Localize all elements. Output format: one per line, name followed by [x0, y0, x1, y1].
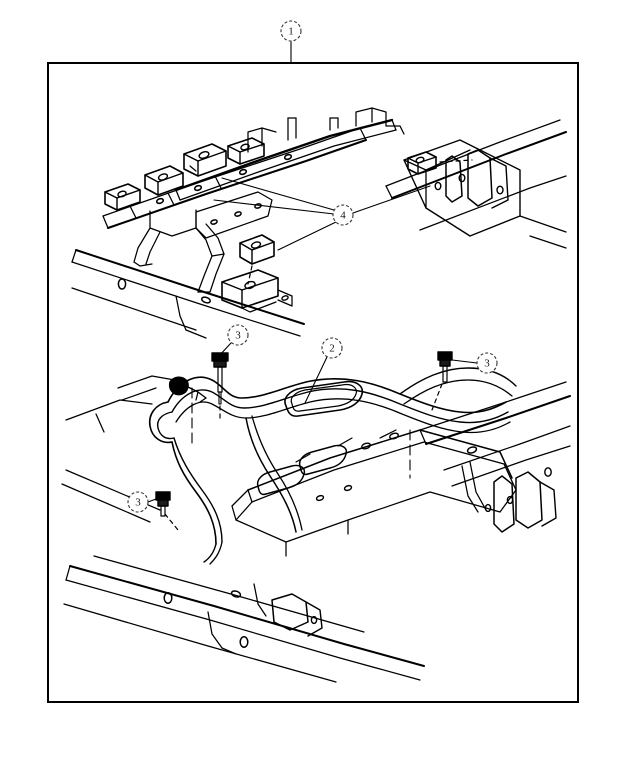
callout-bubbles: 1 2 3 3 3 4	[127, 20, 498, 513]
callout-1-circle	[280, 20, 302, 42]
callout-3-upper-right[interactable]: 3	[476, 352, 498, 374]
upper-stanchions	[247, 107, 405, 153]
crossmember-cutout	[256, 464, 306, 496]
leader-callout-3-lower-left	[147, 495, 165, 503]
callout-4-circle	[332, 204, 354, 226]
upper-right-rail-end	[519, 215, 567, 249]
callout-3-upper-right-circle	[476, 352, 498, 374]
leader-callout-2	[304, 356, 328, 404]
lower-left-frame-rail	[63, 555, 425, 683]
skid-plate	[148, 367, 517, 565]
lower-assembly	[61, 367, 571, 683]
isolator-block	[227, 137, 265, 165]
callout-3-lower-left-circle	[127, 491, 149, 513]
isolator-block-right	[407, 151, 473, 175]
callout-2-circle	[321, 337, 343, 359]
upper-lower-frame-rail	[71, 249, 305, 339]
leader-callout-4-b	[213, 199, 335, 215]
leader-callout-3-upper-right	[451, 359, 478, 364]
lower-right-frame-rail	[419, 381, 571, 533]
hex-bolt	[211, 352, 229, 421]
leader-callout-3-upper-left	[217, 342, 232, 358]
alignment-centerlines	[191, 387, 411, 479]
callout-3-upper-left-circle	[227, 324, 249, 346]
callout-2[interactable]: 2	[321, 337, 343, 359]
isolator-block	[144, 165, 184, 196]
diagram-border	[47, 62, 579, 703]
leader-callout-4-c	[277, 221, 337, 251]
callout-4[interactable]: 4	[332, 204, 354, 226]
upper-assembly	[71, 107, 567, 339]
callout-3-upper-left[interactable]: 3	[227, 324, 249, 346]
isolator-block-exploded	[239, 234, 275, 285]
leader-callout-4-d	[352, 185, 431, 214]
leader-callout-4-a	[221, 177, 335, 211]
isolator-block-group-upper	[104, 137, 265, 211]
callout-3-lower-left[interactable]: 3	[127, 491, 149, 513]
callout-leaders	[147, 41, 478, 503]
artwork-layer	[61, 41, 571, 683]
isolator-block	[104, 183, 141, 211]
isolator-block	[183, 143, 227, 177]
skid-plate-slot	[284, 380, 364, 417]
retainer-clip	[168, 376, 207, 403]
callout-1[interactable]: 1	[280, 20, 302, 42]
